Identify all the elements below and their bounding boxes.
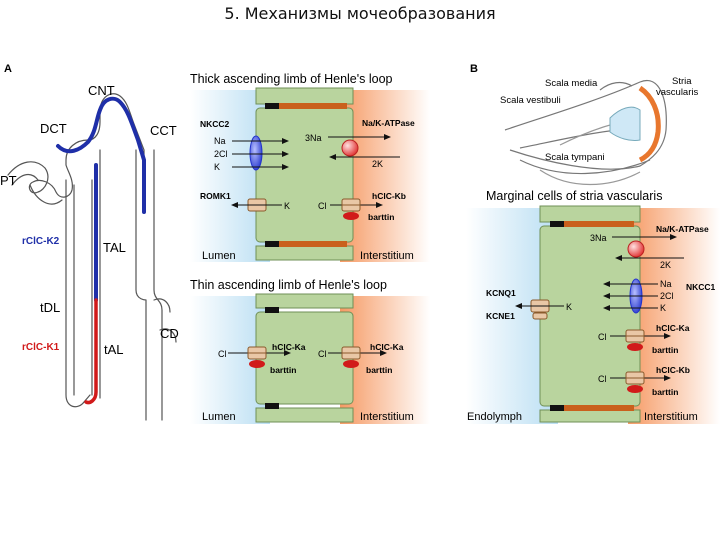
- nkcc1-na: Na: [660, 279, 672, 289]
- marginal-na-k-atpase: [627, 240, 645, 258]
- thin-tight-junction: [265, 307, 279, 313]
- marginal-tight-junction-bottom: [550, 405, 564, 411]
- marginal-atpase-label: Na/K-ATPase: [656, 224, 709, 234]
- hclckb-label: hClC-Kb: [372, 191, 406, 201]
- na-k-atpase: [341, 139, 359, 157]
- nephron-label-tal-thin: tAL: [104, 342, 124, 357]
- barttin-protein: [343, 212, 359, 220]
- kcnq1-k: K: [566, 302, 572, 312]
- thick-cell-top: [255, 87, 354, 105]
- thin-interstitium-area: [340, 296, 430, 424]
- nkcc2-cl: 2Cl: [214, 149, 228, 159]
- kcnq1-label: KCNQ1: [486, 288, 516, 298]
- thin-hclcka-left-label: hClC-Ka: [272, 342, 306, 352]
- nephron-label-rclck2: rClC-K2: [22, 236, 60, 247]
- thick-cell: [255, 107, 354, 243]
- thick-interstitium-area: [340, 90, 430, 262]
- thin-cell-bottom: [255, 407, 354, 423]
- thin-title: Thin ascending limb of Henle's loop: [190, 278, 387, 292]
- thick-tight-junction: [265, 103, 279, 109]
- panel-a-letter: A: [4, 63, 12, 75]
- thin-lumen-label: Lumen: [202, 411, 236, 423]
- marginal-cl-2: Cl: [598, 374, 607, 384]
- marginal-barttin-2-label: barttin: [652, 387, 678, 397]
- cochlea-scala-media-fill: [609, 106, 641, 141]
- nephron-label-tdl: tDL: [40, 300, 60, 315]
- cochlea-stria-l2: vascularis: [656, 87, 698, 98]
- thick-tight-junction-bottom: [265, 241, 279, 247]
- nkcc2-label: NKCC2: [200, 119, 230, 129]
- nkcc1-cl: 2Cl: [660, 291, 674, 301]
- nkcc1-k: K: [660, 303, 666, 313]
- slide-title: 5. Механизмы мочеобразования: [224, 4, 496, 23]
- marginal-2k: 2K: [660, 260, 671, 270]
- marginal-interstitium-label: Interstitium: [644, 411, 698, 423]
- nkcc2-k: K: [214, 162, 220, 172]
- marginal-tight-junction: [550, 221, 564, 227]
- kcne1-subunit: [532, 312, 548, 320]
- barttin-label: barttin: [368, 212, 394, 222]
- atpase-label: Na/K-ATPase: [362, 118, 415, 128]
- nkcc2-na: Na: [214, 136, 226, 146]
- hclckb-cl: Cl: [318, 201, 327, 211]
- marginal-barttin-1: [627, 343, 643, 351]
- nephron-drawing: [7, 93, 177, 421]
- nephron-label-dct: DCT: [40, 121, 67, 136]
- marginal-cell-bottom: [539, 409, 641, 423]
- panel-b-letter: B: [470, 63, 478, 75]
- marginal-hclckb-label: hClC-Kb: [656, 365, 690, 375]
- thin-barttin-right-label: barttin: [366, 365, 392, 375]
- thick-lumen-label: Lumen: [202, 250, 236, 262]
- thin-tight-junction-bottom: [265, 403, 279, 409]
- thick-junction-bottom: [279, 241, 347, 247]
- atpase-2k: 2K: [372, 159, 383, 169]
- thick-junction: [279, 103, 347, 109]
- nephron-label-cnt: CNT: [88, 83, 115, 98]
- thin-cell: [255, 311, 354, 405]
- thin-barttin-right: [343, 360, 359, 368]
- marginal-cl-1: Cl: [598, 332, 607, 342]
- thick-cell-bottom: [255, 245, 354, 261]
- cochlea-stria-l1: Stria: [672, 76, 692, 87]
- nephron-label-tal: TAL: [103, 240, 126, 255]
- marginal-interstitium-area: [628, 208, 720, 424]
- thin-interstitium-label: Interstitium: [360, 411, 414, 423]
- romk1-k: K: [284, 201, 290, 211]
- marginal-endolymph-label: Endolymph: [467, 411, 522, 423]
- marginal-cell-top: [539, 205, 641, 223]
- nephron-label-rclck1: rClC-K1: [22, 342, 60, 353]
- kcne1-label: KCNE1: [486, 311, 515, 321]
- thin-barttin-left: [249, 360, 265, 368]
- thin-hclcka-right-label: hClC-Ka: [370, 342, 404, 352]
- marginal-barttin-2: [627, 385, 643, 393]
- thin-cl-right: Cl: [318, 349, 327, 359]
- marginal-hclcka-label: hClC-Ka: [656, 323, 690, 333]
- cochlea-scala-media: Scala media: [545, 78, 598, 89]
- romk1-label: ROMK1: [200, 191, 231, 201]
- nephron-label-cct: CCT: [150, 123, 177, 138]
- marginal-barttin-1-label: barttin: [652, 345, 678, 355]
- marginal-title: Marginal cells of stria vascularis: [486, 189, 662, 203]
- marginal-junction: [564, 221, 634, 227]
- thin-barttin-left-label: barttin: [270, 365, 296, 375]
- nephron-label-cd: CD: [160, 326, 179, 341]
- thick-interstitium-label: Interstitium: [360, 250, 414, 262]
- marginal-junction-bottom: [564, 405, 634, 411]
- cochlea-scala-vestibuli: Scala vestibuli: [500, 95, 561, 106]
- cochlea-scala-tympani: Scala tympani: [545, 152, 605, 163]
- nkcc1-label: NKCC1: [686, 282, 716, 292]
- marginal-cell: [539, 225, 641, 407]
- atpase-3na: 3Na: [305, 133, 322, 143]
- marginal-3na: 3Na: [590, 233, 607, 243]
- thin-cell-top: [255, 293, 354, 309]
- nephron-label-pt: PT: [0, 173, 17, 188]
- nkcc2-transporter: [249, 135, 263, 171]
- thick-title: Thick ascending limb of Henle's loop: [190, 72, 393, 86]
- thin-cl-left: Cl: [218, 349, 227, 359]
